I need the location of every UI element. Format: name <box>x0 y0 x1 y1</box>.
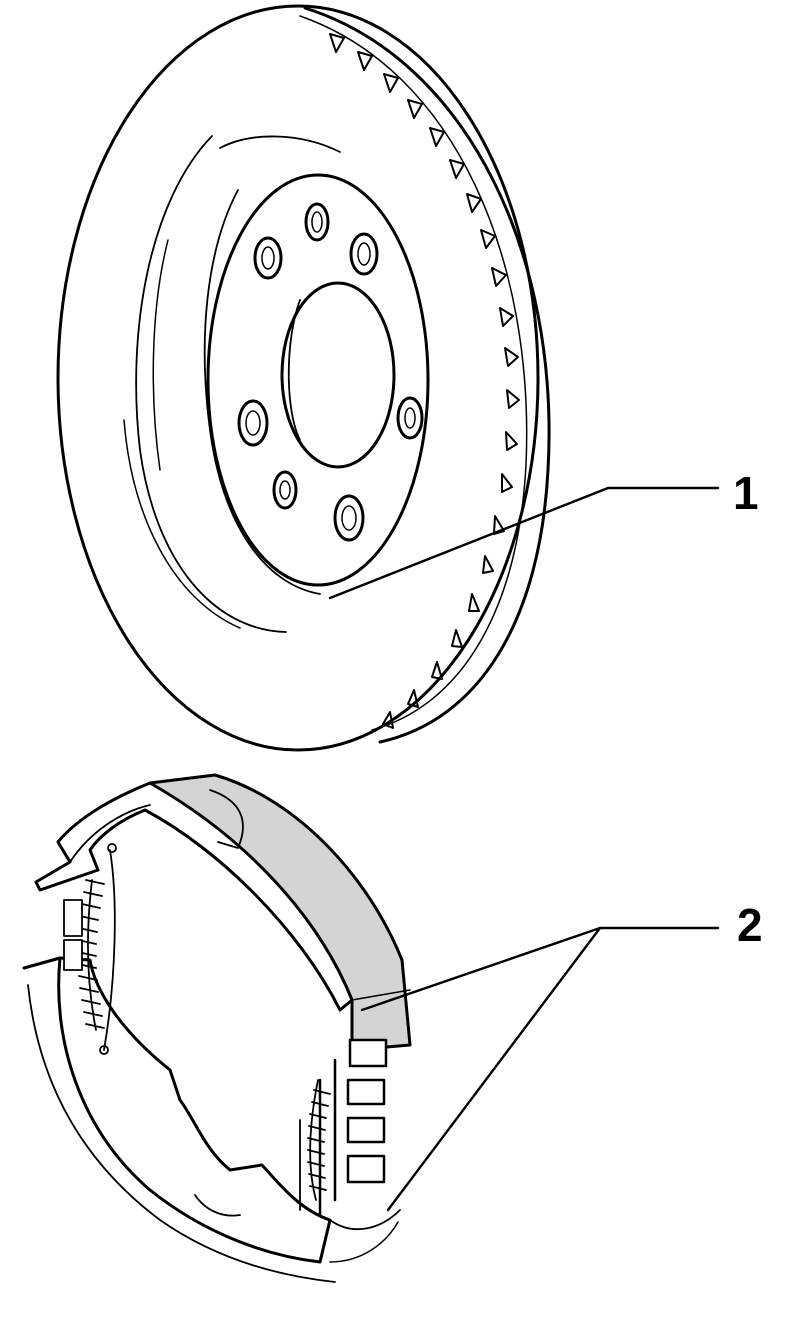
disc-vent-slots <box>329 33 520 729</box>
callout-label-1: 1 <box>733 467 759 519</box>
parking-brake-shoes <box>22 773 412 1283</box>
disc-face-ring <box>135 135 287 633</box>
leader-line-2b <box>386 926 602 1212</box>
disc-center-bore <box>280 281 396 469</box>
return-spring-left <box>63 843 117 1055</box>
disc-bolt-holes <box>237 202 424 542</box>
brake-shoe-upper <box>34 781 354 1012</box>
leader-lines <box>328 486 720 1212</box>
brake-disc <box>56 4 551 752</box>
callout-label-2: 2 <box>737 899 763 951</box>
leader-line-2a <box>360 926 720 1012</box>
disc-ventilated-rim <box>303 6 551 744</box>
brake-adjuster-strut <box>318 1038 388 1217</box>
brake-shoe-lower <box>22 956 332 1264</box>
leader-line-1 <box>328 486 720 600</box>
return-spring-right <box>299 1079 331 1211</box>
